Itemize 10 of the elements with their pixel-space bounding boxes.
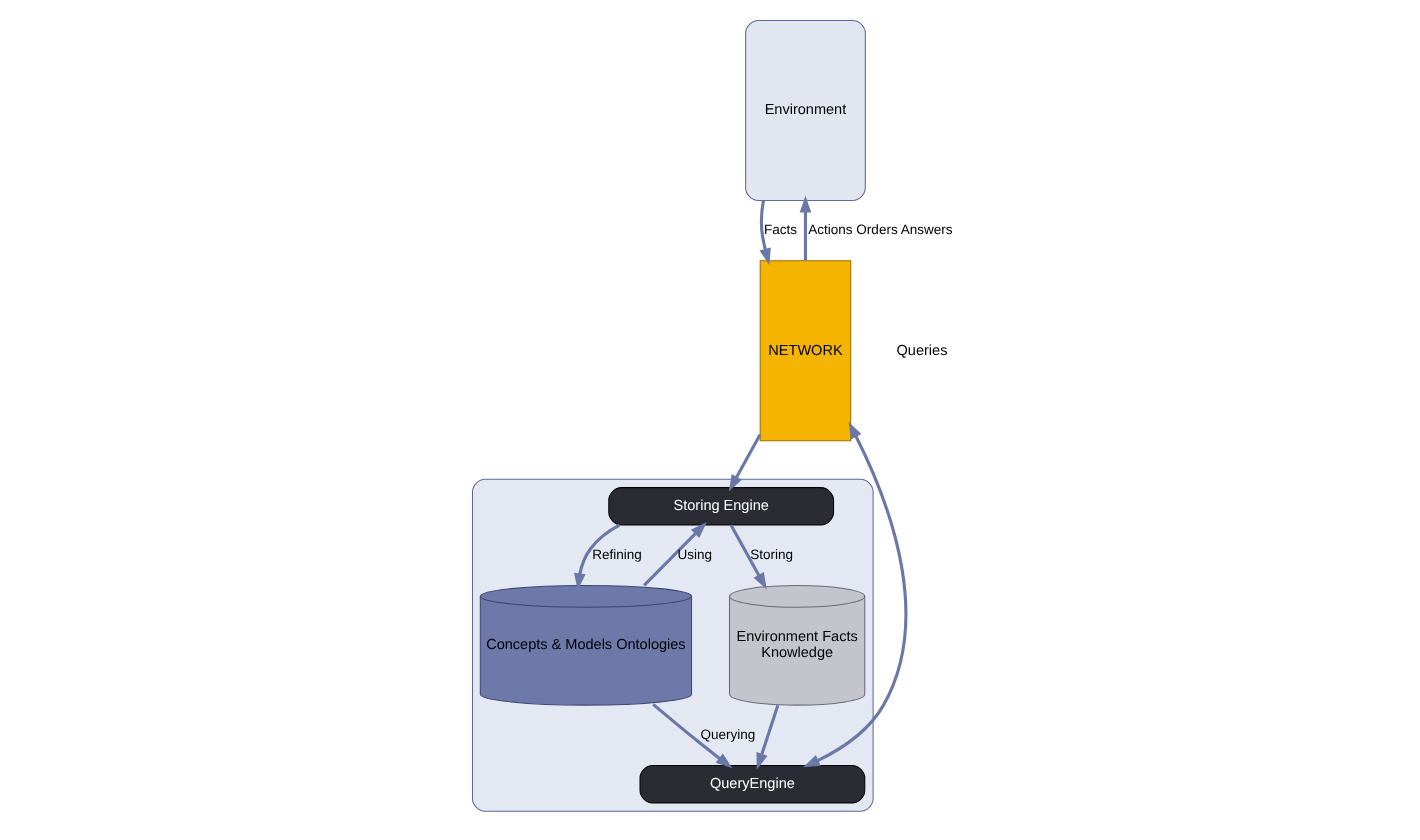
arrow bbox=[756, 704, 780, 770]
arrow bbox=[652, 703, 733, 769]
arrow bbox=[759, 200, 771, 266]
arrow bbox=[799, 195, 812, 261]
cluster bbox=[471, 478, 874, 812]
arrow bbox=[574, 523, 621, 590]
arrow bbox=[642, 521, 707, 587]
arrow bbox=[729, 524, 767, 590]
arrow bbox=[728, 433, 762, 492]
arrow bbox=[803, 421, 908, 768]
